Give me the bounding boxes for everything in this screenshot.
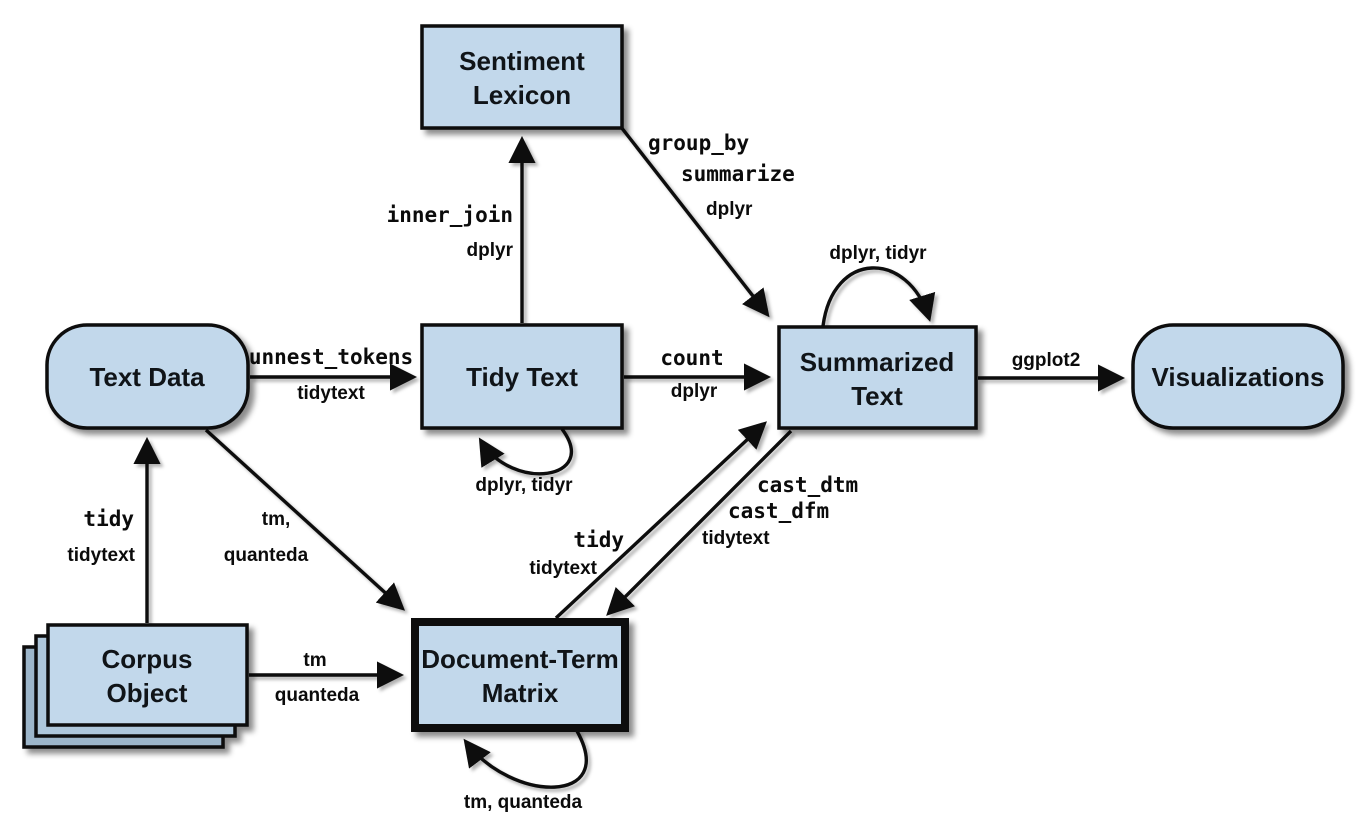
summarized-text-node: [777, 325, 978, 430]
edge-summarized-self-loop: [821, 266, 936, 327]
label-cast-dtm-fn1: cast_dtm: [757, 473, 858, 497]
sentiment-lexicon-label-line2: Lexicon: [473, 80, 571, 110]
label-cast-pkg: tidytext: [702, 528, 770, 549]
document-term-matrix-label-line2: Matrix: [482, 678, 559, 708]
document-term-matrix-node: [411, 618, 629, 732]
label-inner-join-pkg: dplyr: [467, 240, 514, 261]
corpus-object-node: [46, 623, 249, 727]
label-tidy-corpus-pkg: tidytext: [67, 545, 135, 566]
label-unnest-tokens-pkg: tidytext: [297, 383, 365, 404]
document-term-matrix-label-line1: Document-Term: [421, 644, 618, 674]
text-data-label: Text Data: [89, 362, 205, 392]
label-group-by-fn1: group_by: [648, 131, 750, 155]
label-unnest-tokens-fn: unnest_tokens: [249, 345, 413, 369]
corpus-object-label-line1: Corpus: [102, 644, 193, 674]
label-tidy-corpus-fn: tidy: [83, 507, 134, 531]
summarized-text-label-line1: Summarized: [800, 347, 955, 377]
label-summarize-fn2: summarize: [681, 162, 795, 186]
label-tm-textdata-pkg1: tm,: [262, 509, 291, 530]
visualizations-node: [1131, 323, 1345, 430]
visualizations-label: Visualizations: [1152, 362, 1325, 392]
label-cast-dfm-fn2: cast_dfm: [728, 499, 829, 523]
label-tidy-dtm-pkg: tidytext: [529, 558, 597, 579]
sentiment-lexicon-label-line1: Sentiment: [459, 46, 585, 76]
edge-tidytext-self-loop: [478, 427, 573, 476]
corpus-object-label-line2: Object: [107, 678, 188, 708]
label-tm-corpus-pkg1: tm: [303, 650, 326, 671]
label-tidytext-loop: dplyr, tidyr: [475, 475, 573, 496]
label-count-fn: count: [660, 346, 723, 370]
edge-textdata-to-dtm: [204, 428, 406, 611]
text-data-node: [45, 323, 250, 430]
label-group-by-pkg: dplyr: [706, 199, 753, 220]
label-count-pkg: dplyr: [671, 381, 718, 402]
label-tm-corpus-pkg2: quanteda: [275, 685, 360, 706]
edge-dtm-self-loop: [463, 730, 588, 789]
edge-summarized-to-dtm: [606, 429, 793, 616]
tidy-text-node: [420, 323, 624, 430]
label-inner-join-fn: inner_join: [387, 203, 513, 227]
label-tidy-dtm-fn: tidy: [573, 528, 624, 552]
label-tm-textdata-pkg2: quanteda: [224, 545, 309, 566]
edge-dtm-to-summarized: [554, 421, 767, 620]
summarized-text-label-line2: Text: [851, 381, 903, 411]
sentiment-lexicon-node: [420, 24, 624, 130]
label-dtm-loop: tm, quanteda: [464, 792, 583, 813]
tidy-text-label: Tidy Text: [466, 362, 578, 392]
label-summarized-loop: dplyr, tidyr: [829, 243, 927, 264]
edge-lexicon-to-summarized: [619, 125, 770, 318]
label-ggplot2-pkg: ggplot2: [1012, 350, 1081, 371]
